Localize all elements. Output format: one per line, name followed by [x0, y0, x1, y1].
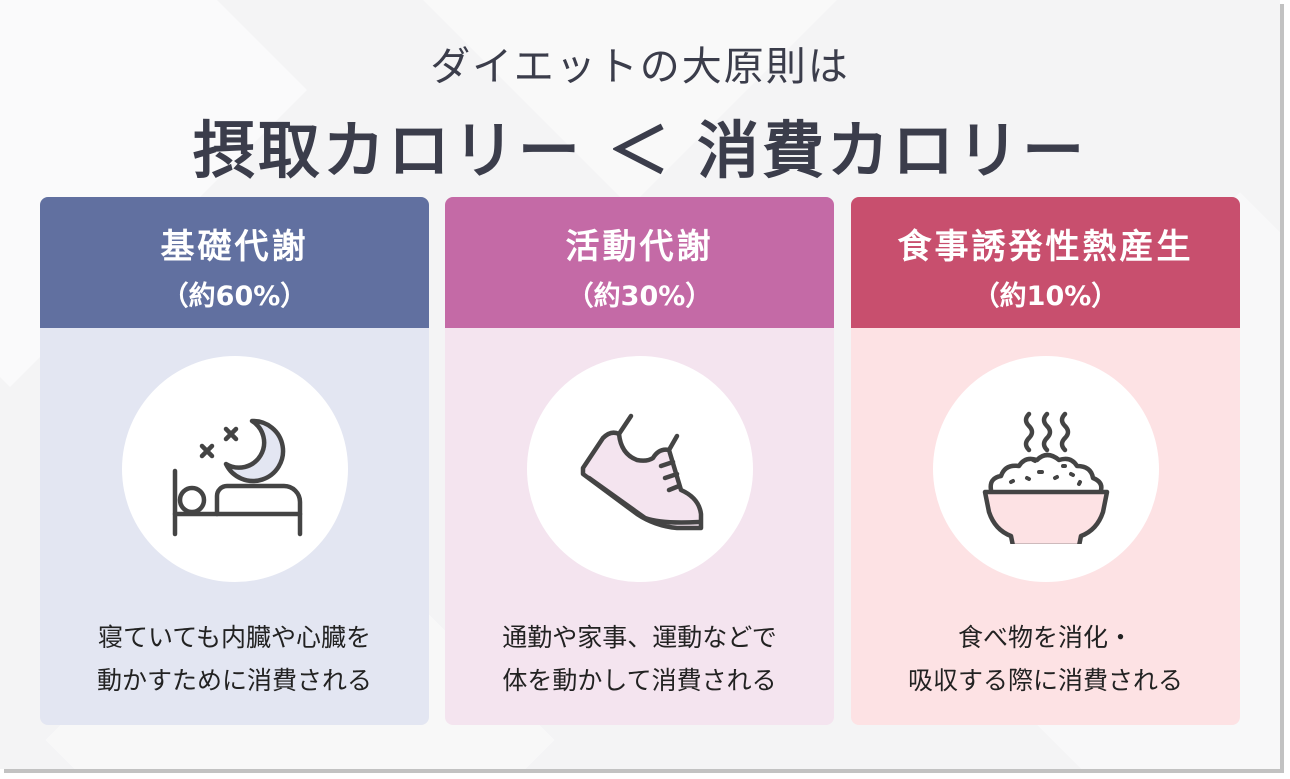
sleeping-in-bed-icon	[172, 418, 303, 537]
rice-bowl-icon	[982, 411, 1110, 544]
description-line: 体を動かして消費される	[502, 666, 777, 695]
description-line: 通勤や家事、運動などで	[502, 623, 777, 652]
description-line: 吸収する際に消費される	[907, 666, 1183, 695]
description-line: 動かすために消費される	[96, 666, 372, 695]
description-line: 食べ物を消化・	[957, 623, 1133, 652]
card-header: 基礎代謝 （約60%）	[40, 197, 429, 328]
card-title: 活動代謝	[565, 227, 714, 267]
subtitle: ダイエットの大原則は	[430, 44, 850, 90]
card-body: 通勤や家事、運動などで 体を動かして消費される	[445, 328, 834, 725]
icon-circle	[122, 356, 348, 582]
infographic: ダイエットの大原則は 摂取カロリー ＜ 消費カロリー 基礎代謝 （約60%） 寝	[0, 0, 1280, 769]
card-diet-induced-thermogenesis: 食事誘発性熱産生 （約10%） 食べ物を消化・ 吸収する際に消費される	[851, 197, 1240, 725]
card-basal-metabolism: 基礎代謝 （約60%） 寝ていても内臓や心臓を 動かすために消費される	[40, 197, 429, 725]
card-percent: （約10%）	[972, 281, 1119, 312]
card-header: 食事誘発性熱産生 （約10%）	[851, 197, 1240, 328]
card-percent: （約30%）	[566, 281, 713, 312]
card-percent: （約60%）	[161, 281, 308, 312]
card-title: 食事誘発性熱産生	[897, 227, 1194, 267]
card-description: 通勤や家事、運動などで 体を動かして消費される	[445, 616, 834, 702]
card-header: 活動代謝 （約30%）	[445, 197, 834, 328]
card-description: 寝ていても内臓や心臓を 動かすために消費される	[40, 616, 429, 702]
card-activity-metabolism: 活動代謝 （約30%） 通勤や家事、運動などで 体を動かして消費される	[445, 197, 834, 725]
description-line: 寝ていても内臓や心臓を	[97, 623, 371, 652]
icon-circle	[527, 356, 753, 582]
sneaker-icon	[580, 413, 704, 531]
icon-circle	[933, 356, 1159, 582]
card-title: 基礎代謝	[160, 227, 309, 267]
card-description: 食べ物を消化・ 吸収する際に消費される	[851, 616, 1240, 702]
card-body: 寝ていても内臓や心臓を 動かすために消費される	[40, 328, 429, 725]
card-body: 食べ物を消化・ 吸収する際に消費される	[851, 328, 1240, 725]
page-title: 摂取カロリー ＜ 消費カロリー	[192, 114, 1088, 187]
